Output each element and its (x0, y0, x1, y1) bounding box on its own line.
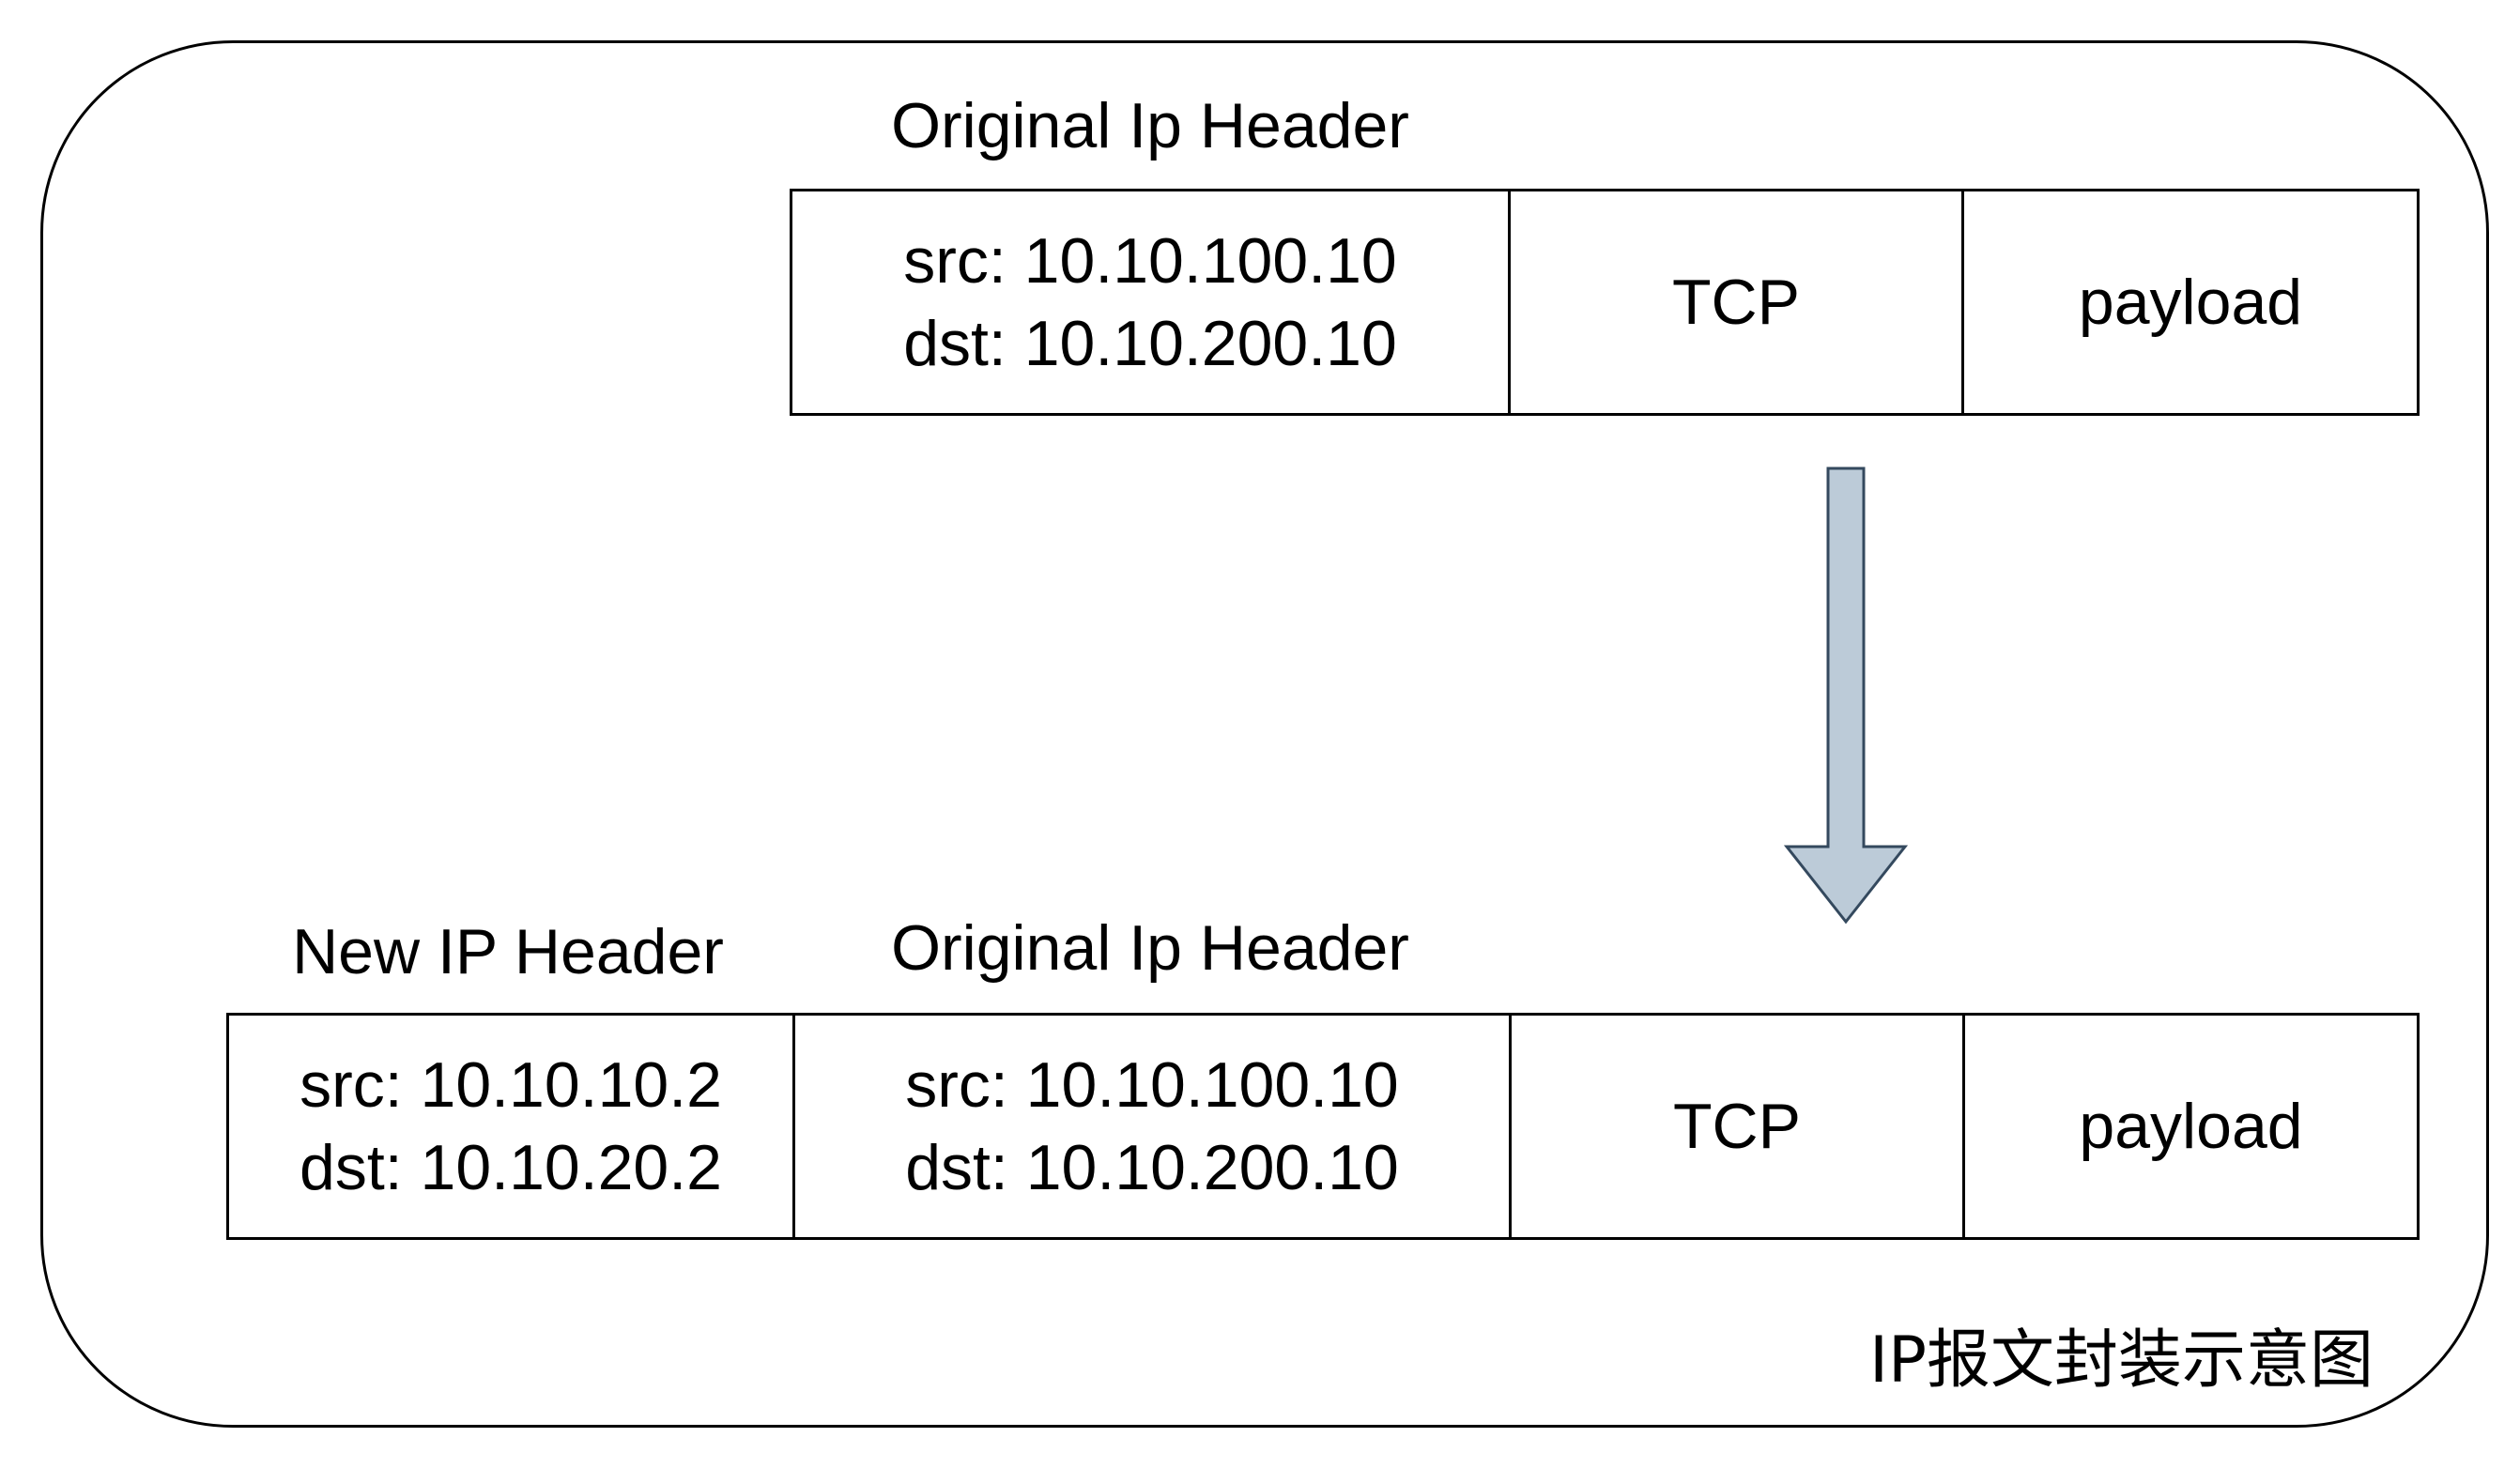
inner-dst-ip: dst: 10.10.200.10 (905, 1132, 1399, 1203)
top-original-header-label: Original Ip Header (891, 90, 1409, 161)
tcp-label: TCP (1672, 267, 1800, 338)
original-packet: src: 10.10.100.10 dst: 10.10.200.10 TCP … (790, 189, 2420, 416)
inner-tcp-label: TCP (1673, 1091, 1801, 1162)
diagram-caption: IP报文封装示意图 (1868, 1323, 2374, 1398)
new-src-ip: src: 10.10.10.2 (300, 1049, 722, 1121)
payload-cell: payload (1964, 191, 2417, 413)
bottom-original-header-label: Original Ip Header (891, 912, 1409, 984)
inner-payload-label: payload (2079, 1091, 2303, 1162)
inner-tcp-cell: TCP (1512, 1016, 1965, 1237)
encapsulated-packet: src: 10.10.10.2 dst: 10.10.20.2 src: 10.… (226, 1013, 2420, 1240)
payload-label: payload (2078, 267, 2303, 338)
original-ip-header-cell: src: 10.10.100.10 dst: 10.10.200.10 (792, 191, 1511, 413)
original-dst-ip: dst: 10.10.200.10 (903, 308, 1397, 379)
down-arrow-icon (1783, 466, 1909, 925)
tcp-cell: TCP (1511, 191, 1964, 413)
inner-ip-header-cell: src: 10.10.100.10 dst: 10.10.200.10 (795, 1016, 1512, 1237)
new-header-label: New IP Header (292, 916, 724, 987)
new-ip-header-cell: src: 10.10.10.2 dst: 10.10.20.2 (229, 1016, 795, 1237)
diagram-frame (40, 40, 2489, 1428)
new-dst-ip: dst: 10.10.20.2 (300, 1132, 722, 1203)
inner-payload-cell: payload (1965, 1016, 2417, 1237)
original-src-ip: src: 10.10.100.10 (903, 225, 1397, 297)
inner-src-ip: src: 10.10.100.10 (905, 1049, 1399, 1121)
